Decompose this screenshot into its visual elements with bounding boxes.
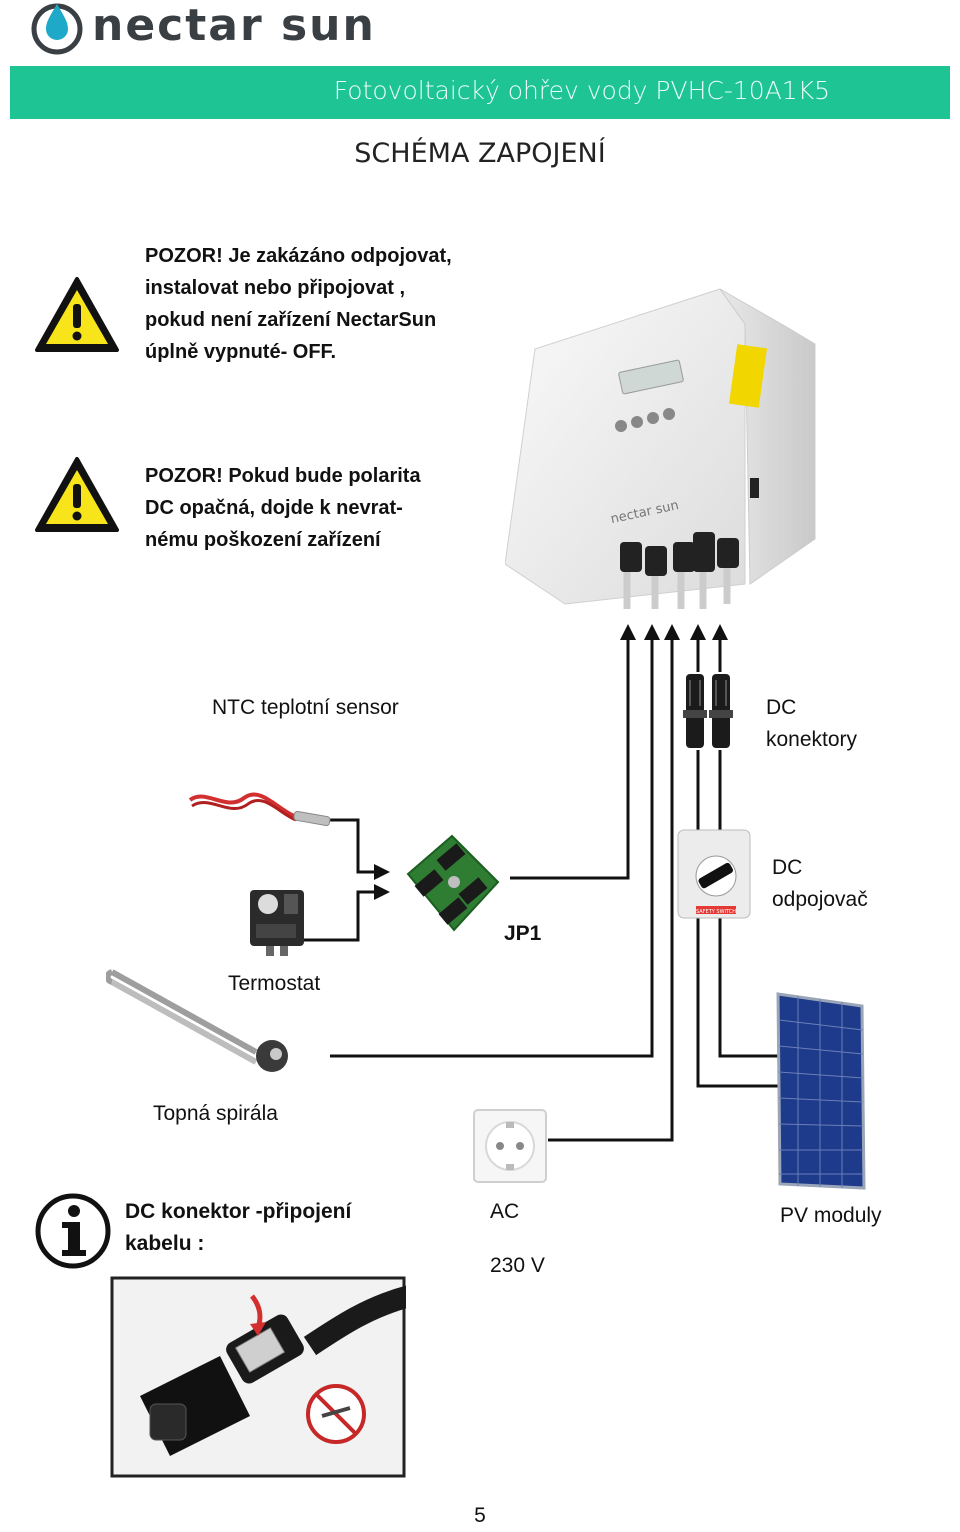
ac-socket-image xyxy=(473,1109,547,1183)
label-line: konektory xyxy=(766,728,858,751)
label-line: DC xyxy=(772,856,803,879)
dc-disconnector-label: DC odpojovač xyxy=(772,852,868,916)
ac-label: AC xyxy=(490,1200,520,1223)
jp1-board-image xyxy=(406,834,500,932)
warning-line: POZOR! Je zakázáno odpojovat, xyxy=(145,245,452,267)
dc-connectors-label: DC konektory xyxy=(766,692,857,756)
pv-module-image xyxy=(776,992,866,1190)
info-line: kabelu : xyxy=(125,1232,205,1255)
thermostat-label: Termostat xyxy=(228,972,321,995)
warning-text-1: POZOR! Je zakázáno odpojovat, instalovat… xyxy=(145,240,452,368)
warning-line: nému poškození zařízení xyxy=(145,529,381,551)
info-icon xyxy=(35,1193,111,1269)
info-text: DC konektor -připojení kabelu : xyxy=(125,1196,351,1260)
warning-text-2: POZOR! Pokud bude polarita DC opačná, do… xyxy=(145,460,421,556)
warning-line: POZOR! Pokud bude polarita xyxy=(145,465,421,487)
voltage-label: 230 V xyxy=(490,1254,545,1277)
dc-connector-cable-image xyxy=(110,1276,406,1478)
brand-name: nectar sun xyxy=(92,0,376,51)
jp1-label: JP1 xyxy=(504,922,542,945)
heating-coil-image xyxy=(106,969,288,1072)
banner-title: Fotovoltaický ohřev vody PVHC-10A1K5 xyxy=(333,76,830,105)
info-line: DC konektor -připojení xyxy=(125,1200,352,1223)
page-title: SCHÉMA ZAPOJENÍ xyxy=(354,138,606,169)
warning-line: úplně vypnuté- OFF. xyxy=(145,341,337,363)
warning-line: pokud není zařízení NectarSun xyxy=(145,309,437,331)
dc-disconnector-image: SAFETY SWITCH xyxy=(677,829,751,919)
page-number: 5 xyxy=(474,1504,486,1527)
dc-connectors-image xyxy=(683,674,733,748)
warning-line: instalovat nebo připojovat , xyxy=(145,277,406,299)
nectar-sun-logo-icon xyxy=(31,3,83,55)
label-line: odpojovač xyxy=(772,888,868,911)
heating-coil-label: Topná spirála xyxy=(153,1102,278,1125)
pv-modules-label: PV moduly xyxy=(780,1204,882,1227)
label-line: DC xyxy=(766,696,797,719)
warning-triangle-icon xyxy=(35,457,119,532)
nectarsun-device-image: nectar sun xyxy=(505,288,816,609)
thermostat-image xyxy=(250,890,304,956)
title-banner xyxy=(10,66,950,119)
safety-switch-label: SAFETY SWITCH xyxy=(696,909,736,915)
warning-triangle-icon xyxy=(35,277,119,352)
warning-line: DC opačná, dojde k nevrat- xyxy=(145,497,403,519)
ntc-sensor-label: NTC teplotní sensor xyxy=(212,696,399,719)
ntc-sensor-image xyxy=(188,792,331,827)
